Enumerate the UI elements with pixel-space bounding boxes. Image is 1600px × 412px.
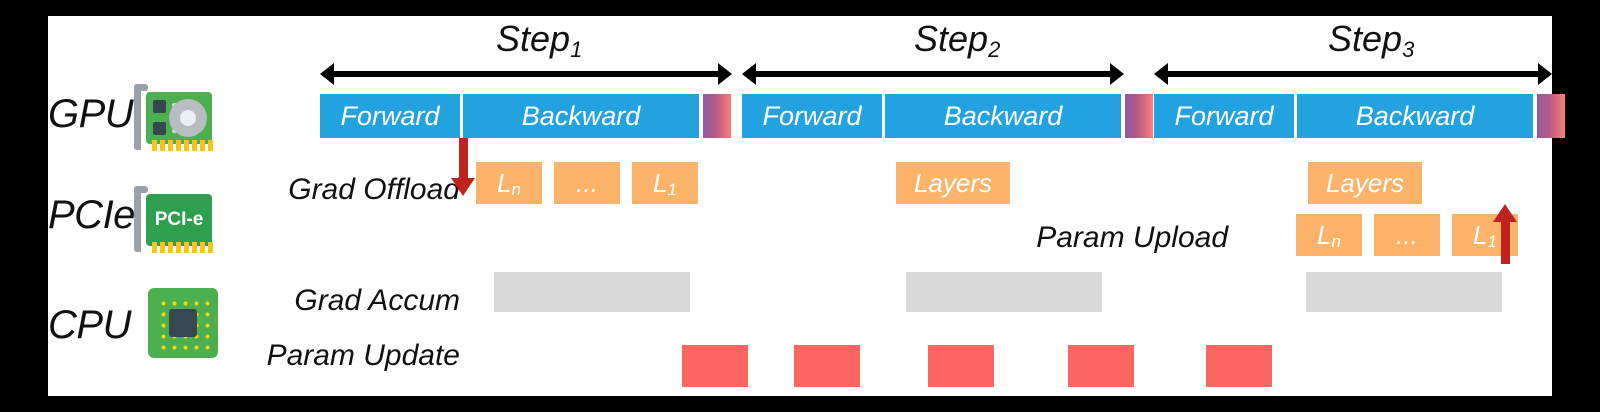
- grad-offload-block-1-sub: n: [511, 180, 521, 199]
- device-label-gpu: GPU: [48, 92, 134, 136]
- grad-offload-caption: Grad Offload: [288, 173, 460, 206]
- step-3-arrow-head-right: [1538, 63, 1552, 85]
- step-title-3: Step3: [1328, 18, 1415, 62]
- cpu-chip-icon: [148, 288, 218, 358]
- grad-offload-block-1-text: L: [497, 167, 512, 198]
- gpu-card-body: [146, 92, 212, 144]
- grad-offload-block-2: ...: [554, 162, 620, 204]
- grad-accum-block-2: [906, 272, 1102, 312]
- gpu-optimizer-gradient-bar-2: [1125, 94, 1153, 138]
- device-label-pcie: PCIe: [48, 193, 135, 237]
- gpu-forward-bar-3: Forward: [1154, 94, 1294, 138]
- param-upload-block-2: ...: [1374, 214, 1440, 256]
- step-3-arrow-line: [1165, 71, 1541, 77]
- step-1-arrow-head-right: [718, 63, 732, 85]
- step-2-label: Step: [914, 18, 989, 59]
- pcie-card-pins: [152, 242, 214, 253]
- step-2-sub: 2: [988, 37, 1001, 62]
- step-3-span-arrow: [1154, 63, 1552, 85]
- param-update-block-2: [794, 345, 860, 387]
- pcie-card-bracket: [134, 186, 148, 252]
- step-1-arrow-head-left: [320, 63, 334, 85]
- pcie-card-label: PCI-e: [154, 209, 204, 230]
- grad-offload-layers-step3-text: Layers: [1325, 167, 1405, 198]
- step-title-1: Step1: [496, 18, 583, 62]
- param-upload-block-2-text: ...: [1396, 219, 1418, 250]
- cpu-core: [169, 309, 197, 337]
- step-1-span-arrow: [320, 63, 732, 85]
- param-update-caption: Param Update: [266, 339, 460, 372]
- grad-accum-block-3: [1306, 272, 1502, 312]
- gpu-forward-bar-2: Forward: [742, 94, 882, 138]
- param-upload-block-3-text: L: [1473, 219, 1488, 250]
- param-update-block-3: [928, 345, 994, 387]
- gpu-backward-bar-3: Backward: [1297, 94, 1533, 138]
- gpu-chip-2: [153, 122, 166, 135]
- grad-offload-layers-step2: Layers: [896, 162, 1010, 204]
- param-upload-block-1-text: L: [1317, 219, 1332, 250]
- gpu-fan-icon: [169, 99, 207, 137]
- step-1-label: Step: [496, 18, 571, 59]
- gpu-forward-bar-1: Forward: [320, 94, 460, 138]
- grad-offload-block-3-sub: 1: [667, 180, 677, 199]
- gpu-card-bracket: [134, 84, 148, 150]
- param-upload-arrow-tip: [1493, 204, 1517, 222]
- pcie-card-icon: PCI-e: [134, 186, 214, 253]
- gpu-optimizer-gradient-bar-1: [703, 94, 731, 138]
- step-title-2: Step2: [914, 18, 1001, 62]
- param-update-block-5: [1206, 345, 1272, 387]
- gpu-chip-1: [153, 100, 166, 113]
- grad-offload-layers-step2-text: Layers: [913, 167, 993, 198]
- pcie-card-body: PCI-e: [146, 194, 212, 246]
- param-update-block-1: [682, 345, 748, 387]
- step-1-arrow-line: [331, 71, 721, 77]
- step-2-span-arrow: [742, 63, 1124, 85]
- figure-canvas: GPU PCIe CPU PCI-e: [48, 16, 1565, 396]
- grad-accum-block-1: [494, 272, 690, 312]
- step-3-label: Step: [1328, 18, 1403, 59]
- param-upload-arrow-shaft: [1501, 220, 1510, 264]
- step-2-arrow-head-right: [1110, 63, 1124, 85]
- device-label-cpu: CPU: [48, 303, 131, 347]
- step-1-sub: 1: [570, 37, 583, 62]
- gpu-backward-bar-2: Backward: [885, 94, 1121, 138]
- step-3-sub: 3: [1402, 37, 1415, 62]
- gpu-optimizer-gradient-bar-3: [1537, 94, 1565, 138]
- grad-offload-layers-step3: Layers: [1308, 162, 1422, 204]
- grad-offload-block-2-text: ...: [576, 167, 598, 198]
- param-update-block-4: [1068, 345, 1134, 387]
- grad-offload-arrow-tip: [451, 178, 475, 196]
- step-2-arrow-line: [753, 71, 1113, 77]
- grad-offload-arrow-shaft: [459, 138, 468, 182]
- step-3-arrow-head-left: [1154, 63, 1168, 85]
- grad-accum-caption: Grad Accum: [294, 284, 460, 317]
- param-upload-caption: Param Upload: [1036, 221, 1228, 254]
- gpu-card-icon: [134, 84, 214, 151]
- param-upload-block-1-sub: n: [1331, 232, 1341, 251]
- step-2-arrow-head-left: [742, 63, 756, 85]
- gpu-card-pins: [152, 140, 214, 151]
- grad-offload-block-3-text: L: [653, 167, 668, 198]
- gpu-backward-bar-1: Backward: [463, 94, 699, 138]
- param-upload-block-3-sub: 1: [1487, 232, 1497, 251]
